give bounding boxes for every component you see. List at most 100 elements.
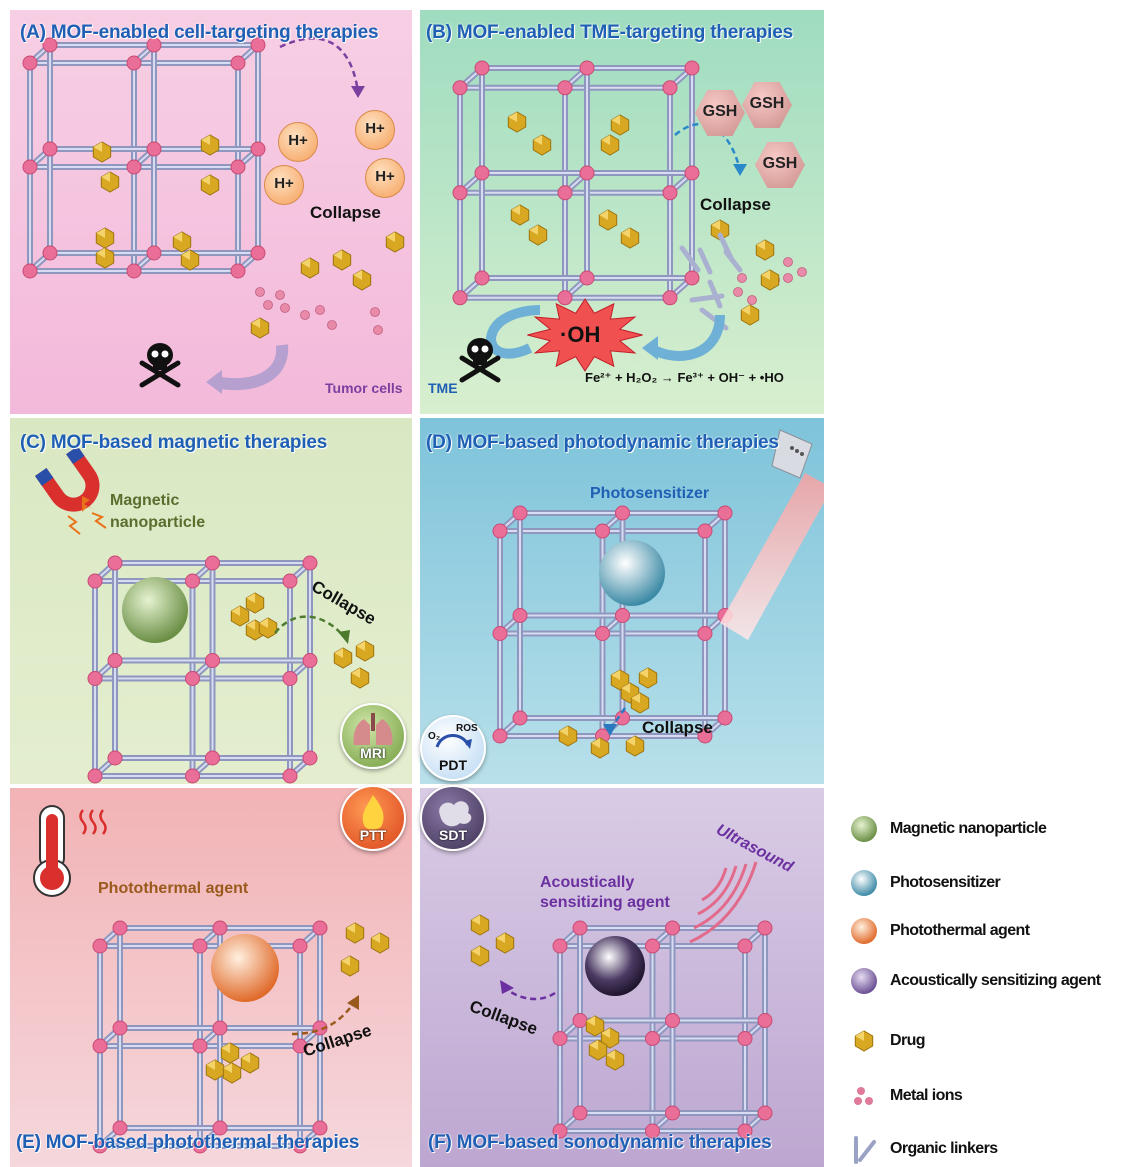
metal-node — [452, 185, 468, 201]
metal-node — [572, 1013, 588, 1028]
h-plus-ion: H+ — [264, 165, 304, 205]
metal-node — [230, 55, 246, 71]
pdt-badge: O₂ ROS PDT — [420, 715, 486, 781]
metal-node — [146, 141, 162, 157]
drug-icon — [854, 1030, 874, 1052]
lightning-icon — [67, 496, 107, 535]
metal-node — [645, 1031, 660, 1046]
metal-node — [185, 768, 200, 784]
metal-node — [717, 710, 733, 726]
metal-node — [192, 1138, 208, 1154]
metal-node — [205, 555, 220, 571]
metal-node — [250, 245, 266, 261]
metal-ion — [747, 295, 757, 305]
metal-node — [579, 270, 595, 286]
metal-node — [452, 290, 468, 306]
h-plus-ion: H+ — [355, 110, 395, 150]
metal-node — [292, 1038, 308, 1054]
panel-a-cell-targeting: (A) MOF-enabled cell-targeting therapies… — [10, 10, 412, 414]
context-label: Tumor cells — [325, 380, 403, 396]
agent-label: Magnetic nanoparticle — [110, 492, 206, 531]
metal-node — [107, 750, 123, 766]
h-plus-ion: H+ — [278, 122, 318, 162]
metal-ion — [733, 287, 743, 297]
metal-node — [557, 185, 573, 201]
panel-b-tme-targeting: (B) MOF-enabled TME-targeting therapies … — [420, 10, 824, 414]
metal-node — [92, 938, 108, 954]
metal-node — [212, 1120, 228, 1136]
metal-node — [579, 165, 595, 181]
ptt-badge-label: PTT — [359, 827, 387, 843]
mof-framework-d — [492, 429, 824, 759]
metal-node — [185, 671, 200, 686]
metal-ion — [315, 305, 325, 315]
metal-node — [292, 938, 308, 954]
sdt-badge: SDT — [420, 785, 486, 851]
mof-lattice — [552, 920, 773, 1139]
metal-node — [474, 165, 490, 181]
ultrasound-waves-icon — [689, 861, 758, 944]
metal-node — [684, 270, 700, 286]
agent-label: Photothermal agent — [98, 880, 249, 897]
legend-label: Photothermal agent — [890, 922, 1030, 939]
metal-ion — [783, 273, 793, 283]
legend-label: Drug — [890, 1032, 926, 1049]
death-return-arrow — [206, 344, 289, 394]
metal-node — [185, 573, 200, 589]
metal-node — [665, 1013, 680, 1028]
acoustic-agent-sphere — [585, 936, 645, 996]
collapse-arrow — [274, 615, 346, 639]
metal-node — [684, 165, 700, 181]
collapse-label: Collapse — [310, 203, 381, 222]
panel-d-title: (D) MOF-based photodynamic therapies — [426, 432, 779, 453]
sdt-badge-label: SDT — [439, 827, 467, 843]
legend-item: Acoustically sensitizing agent — [828, 966, 1144, 996]
metal-node — [205, 750, 220, 766]
metal-node — [22, 55, 38, 71]
metal-node — [697, 523, 713, 539]
metal-node — [112, 1020, 128, 1036]
organic-linker — [723, 249, 743, 273]
panel-b-title: (B) MOF-enabled TME-targeting therapies — [426, 22, 793, 43]
skull-icon — [459, 338, 501, 383]
metal-node — [552, 938, 568, 954]
metal-node — [126, 55, 142, 71]
metal-node — [684, 60, 700, 76]
metal-node — [230, 263, 246, 279]
thermometer-icon — [33, 805, 71, 897]
metal-node — [112, 1120, 128, 1136]
panel-e-title: (E) MOF-based photothermal therapies — [16, 1132, 360, 1153]
context-label: TME — [428, 380, 458, 396]
metal-node — [230, 159, 246, 175]
pdt-badge-label: PDT — [439, 757, 467, 773]
o2-to-ros-icon — [435, 734, 472, 749]
metal-node — [512, 608, 528, 623]
metal-node — [717, 505, 733, 521]
metal-node — [662, 290, 678, 306]
legend-label: Photosensitizer — [890, 874, 1001, 891]
metal-node — [87, 573, 103, 589]
metal-node — [492, 523, 508, 539]
mof-framework-b — [452, 60, 807, 383]
oh-radical-burst — [527, 298, 643, 372]
metal-node — [474, 270, 490, 286]
metal-node — [552, 1123, 568, 1139]
cavitation-burst-icon — [439, 801, 472, 827]
panel-d-photodynamic: (D) MOF-based photodynamic therapies Pho… — [420, 418, 824, 784]
metal-node — [146, 245, 162, 261]
metal-node — [92, 1038, 108, 1054]
metal-ion — [737, 273, 747, 283]
metal-node — [92, 1138, 108, 1154]
metal-ion — [783, 257, 793, 267]
metal-node — [112, 920, 128, 936]
metal-node — [492, 728, 508, 744]
collapse-label: Collapse — [700, 195, 771, 214]
metal-node — [512, 710, 528, 726]
metal-node — [757, 1013, 773, 1028]
purple-sphere-icon — [851, 968, 877, 994]
legend-label: Metal ions — [890, 1087, 963, 1104]
organic-linker — [679, 245, 701, 273]
horseshoe-magnet-icon — [35, 446, 100, 512]
metal-node — [492, 626, 508, 641]
metal-node — [665, 920, 680, 936]
